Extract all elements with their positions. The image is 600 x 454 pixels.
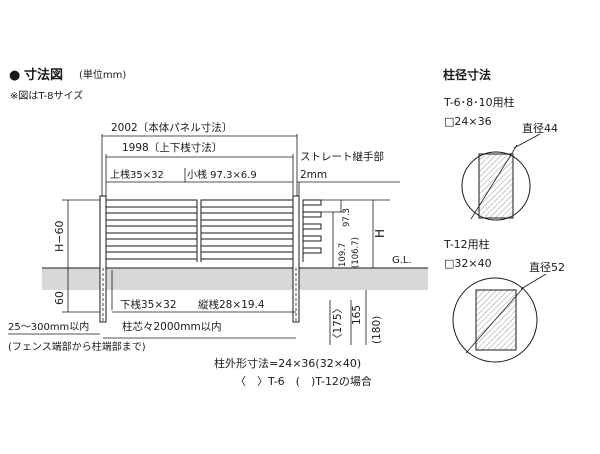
title-bullet: ● (9, 68, 20, 83)
size-note: ※図はT-8サイズ (10, 89, 83, 102)
large-post-size: □32×40 (444, 257, 492, 270)
unit-note: (単位mm) (79, 68, 126, 81)
post-pitch-label: 柱芯々2000mm以内 (122, 320, 222, 333)
top-rail-label: 上桟35×32 (110, 168, 164, 181)
ground-level-label: G.L. (392, 255, 412, 266)
small-rail-label: 小桟 97.3×6.9 (187, 168, 257, 181)
large-post-label: T-12用柱 (443, 237, 490, 251)
h-label: H (373, 229, 387, 238)
depth-180: (180) (371, 316, 383, 344)
depth-175: 〈175〉 (332, 303, 344, 344)
dim-97-3: 97.3 (342, 208, 352, 227)
large-post-diameter: 直径52 (529, 260, 565, 274)
dim-106-7: (106.7) (351, 237, 361, 268)
depth-165: 165 (351, 305, 363, 325)
small-post-label: T-6･8･10用柱 (443, 95, 515, 109)
dim-109-7: 109.7 (338, 243, 348, 267)
page-title: 寸法図 (24, 67, 63, 83)
small-post-size: □24×36 (444, 115, 492, 128)
rail-span-label: 1998〔上下桟寸法〕 (122, 141, 222, 154)
joint-value: 2mm (300, 169, 327, 181)
vertical-rail-label: 縦桟28×19.4 (198, 298, 265, 311)
post-size-line2: 〈 〉T-6 ( )T-12の場合 (235, 374, 372, 388)
large-post-section (452, 277, 538, 363)
edge-distance-label: 25〜300mm以内 (8, 320, 89, 333)
left-post (99, 195, 107, 323)
fence-panel (103, 199, 322, 262)
bottom-rail-label: 下桟35×32 (120, 298, 177, 311)
sixty-label: 60 (53, 291, 66, 305)
panel-width-label: 2002〔本体パネル寸法〕 (111, 121, 232, 134)
small-post-section (461, 144, 531, 221)
right-post (292, 195, 300, 323)
joint-label: ストレート継手部 (300, 150, 384, 163)
h-minus-60-label: H−60 (53, 221, 66, 253)
small-post-diameter: 直径44 (522, 121, 558, 135)
post-section-title: 柱径寸法 (443, 67, 491, 82)
ground-band (42, 268, 428, 290)
edge-distance-note: (フェンス端部から柱端部まで) (8, 340, 146, 353)
post-size-line1: 柱外形寸法=24×36(32×40) (214, 356, 361, 370)
